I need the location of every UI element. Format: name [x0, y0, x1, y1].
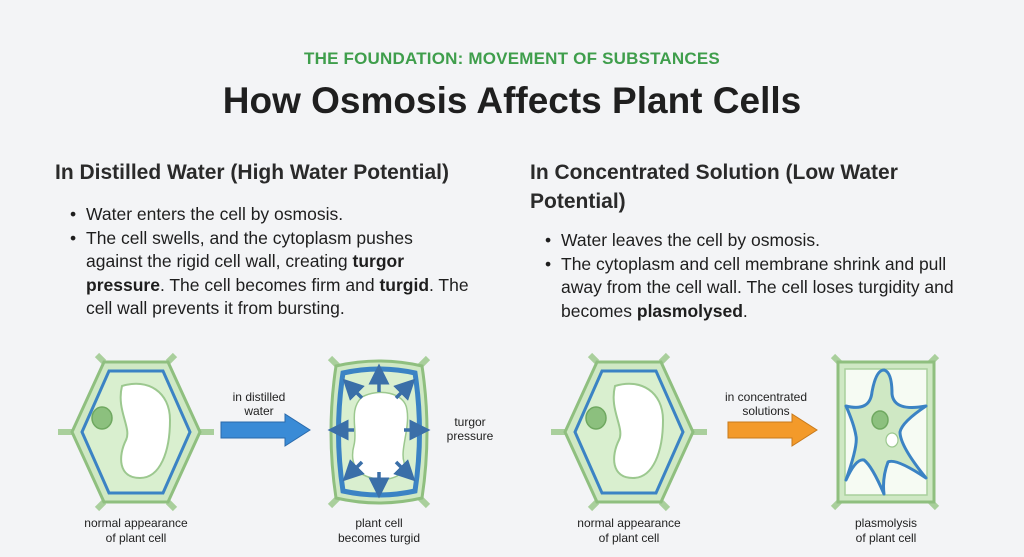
right-bullet-2-text-a: The cytoplasm and cell membrane shrink a…	[561, 253, 954, 321]
right-bullet-2: The cytoplasm and cell membrane shrink a…	[545, 253, 985, 324]
caption-normal-left-2: of plant cell	[106, 531, 167, 545]
right-heading: In Concentrated Solution (Low Water Pote…	[530, 161, 898, 213]
pressure-arrow-up-left	[342, 378, 365, 401]
page-title: How Osmosis Affects Plant Cells	[222, 80, 802, 121]
concentrated-solution-arrow[interactable]	[727, 413, 818, 447]
left-bullet-1: Water enters the cell by osmosis.	[70, 203, 470, 227]
left-heading: In Distilled Water (High Water Potential…	[55, 161, 449, 184]
plasmolysed-cell	[830, 353, 940, 511]
term-plasmolysed: plasmolysed	[636, 300, 743, 321]
left-bullet-2-text-e: . The cell wall prevents it from burstin…	[86, 274, 469, 319]
term-turgid: turgid	[379, 274, 430, 295]
distilled-water-arrow[interactable]	[220, 413, 311, 447]
left-bullet-2-text-a: The cell swells, and the cytoplasm pushe…	[86, 227, 413, 272]
caption-normal-left-1: normal appearance	[84, 516, 188, 530]
caption-turgid-1: plant cell	[355, 516, 402, 530]
left-bullet-2-text-c: . The cell becomes firm and	[159, 274, 380, 295]
caption-plasmolysis-2: of plant cell	[856, 531, 917, 545]
arrow-right-label-1: in concentrated	[725, 390, 807, 404]
arrow-left-label-2: water	[243, 404, 273, 418]
left-bullet-2: The cell swells, and the cytoplasm pushe…	[70, 227, 470, 321]
right-bullet-1: Water leaves the cell by osmosis.	[545, 229, 985, 253]
pressure-arrow-down-left	[342, 459, 365, 482]
section-eyebrow: THE FOUNDATION: MOVEMENT OF SUBSTANCES	[304, 49, 720, 68]
caption-normal-right-2: of plant cell	[599, 531, 660, 545]
right-bullets: Water leaves the cell by osmosis. The cy…	[545, 229, 985, 323]
normal-cell-right	[551, 352, 707, 512]
pressure-arrow-up-right	[393, 378, 416, 401]
left-bullet-1-text: Water enters the cell by osmosis.	[86, 204, 344, 224]
pressure-arrow-down-right	[393, 459, 416, 482]
turgor-label-1: turgor	[454, 415, 485, 429]
turgid-cell	[327, 355, 431, 509]
caption-normal-right-1: normal appearance	[577, 516, 681, 530]
arrow-right-label-2: solutions	[742, 404, 789, 418]
right-bullet-1-text: Water leaves the cell by osmosis.	[561, 230, 821, 250]
left-bullets: Water enters the cell by osmosis. The ce…	[70, 203, 470, 321]
caption-plasmolysis-1: plasmolysis	[855, 516, 917, 530]
right-bullet-2-text-c: .	[742, 300, 748, 321]
normal-cell-left	[58, 352, 214, 512]
caption-turgid-2: becomes turgid	[338, 531, 420, 545]
turgor-label-2: pressure	[447, 429, 494, 443]
arrow-left-label-1: in distilled	[233, 390, 286, 404]
term-turgor-pressure: turgor pressure	[86, 251, 405, 295]
